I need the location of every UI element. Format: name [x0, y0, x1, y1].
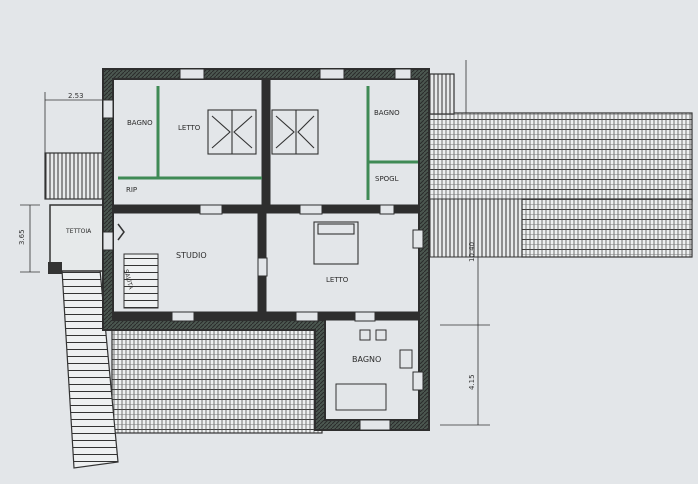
room-label-bagno-top: BAGNO — [127, 119, 153, 127]
interior-walls — [114, 80, 418, 321]
double-bed-left — [207, 109, 257, 155]
room-label-studio: STUDIO — [176, 251, 207, 260]
interior-stair — [117, 223, 159, 309]
green-partitions — [118, 86, 418, 200]
openings — [102, 68, 424, 431]
room-label-rip: RIP — [126, 186, 137, 194]
room-label-bagno-bottom: BAGNO — [352, 355, 381, 364]
balcony-grate — [44, 152, 108, 200]
roof-bottom — [111, 324, 323, 434]
room-label-spogl: SPOGL — [375, 175, 399, 183]
outer-walls — [102, 68, 430, 431]
double-bed-right — [271, 109, 319, 155]
double-bed-center — [313, 221, 359, 265]
bathroom-fixtures — [335, 329, 413, 411]
room-label-letto-left: LETTO — [178, 124, 201, 132]
dimension-lines — [20, 60, 490, 426]
roof-right — [423, 112, 693, 258]
tettoia-post — [48, 262, 62, 274]
dimension-left-side: 3.65 — [18, 229, 26, 245]
room-label-letto-center: LETTO — [326, 276, 349, 284]
tettoia-area — [49, 204, 109, 272]
room-label-tettoia: TETTOIA — [65, 228, 92, 235]
dimension-right-lower: 4.15 — [468, 374, 476, 390]
dimension-top-left: 2.53 — [68, 92, 84, 100]
room-label-bagno-right: BAGNO — [374, 109, 400, 117]
dimension-right-upper: 10.40 — [468, 242, 476, 262]
